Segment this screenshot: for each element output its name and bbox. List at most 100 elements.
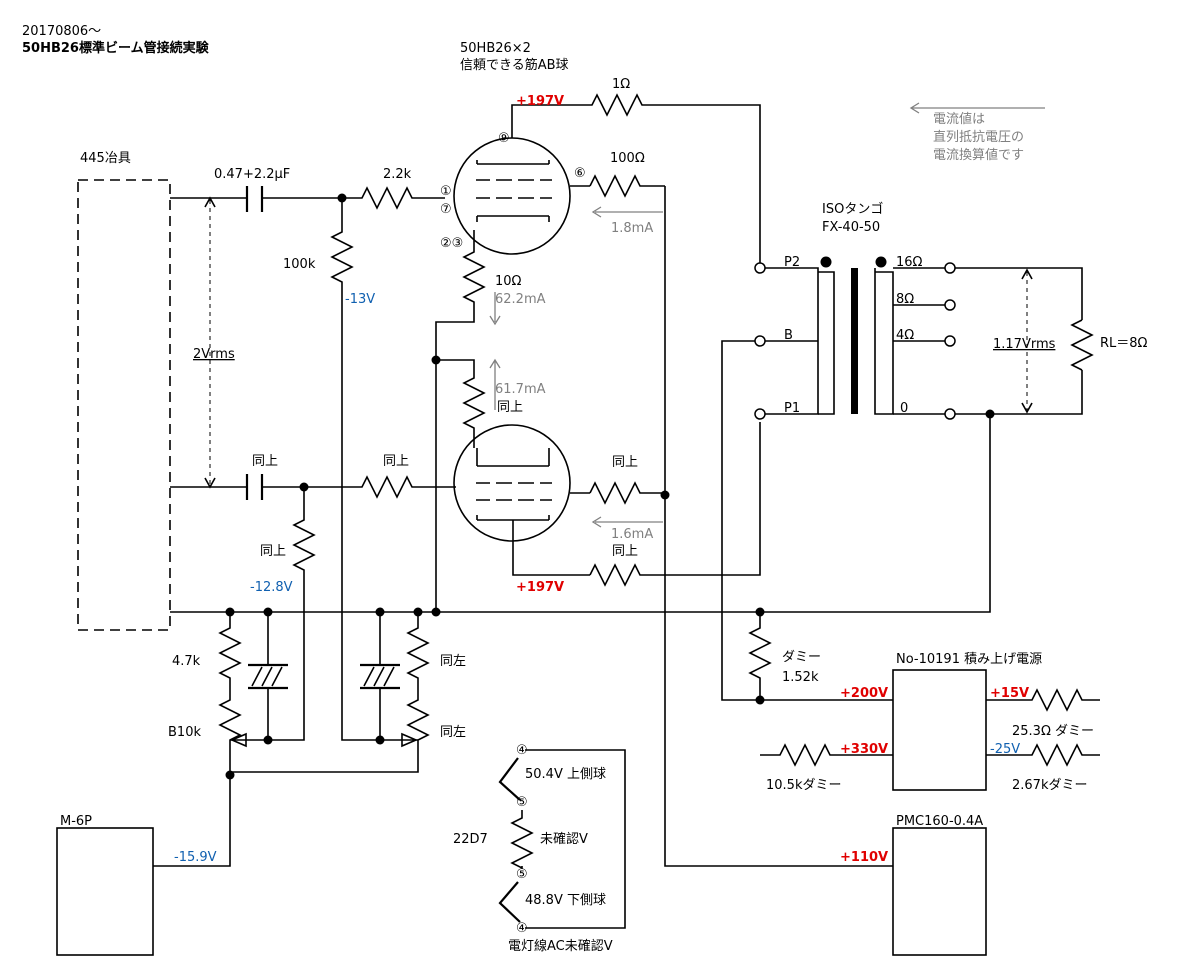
plate-res-bottom-label: 同上: [612, 544, 638, 559]
pin-screen-top: ⑥: [574, 166, 586, 181]
bias-res-label: 100k: [283, 257, 316, 272]
header-title: 50HB26標準ビーム管接続実験: [22, 40, 210, 56]
screen-res-bottom-label: 同上: [612, 455, 638, 470]
supply-15: +15V: [990, 686, 1029, 701]
grid-voltage-bottom: -12.8V: [250, 580, 293, 595]
transformer-model: FX-40-50: [822, 220, 880, 235]
terminal-16: [944, 262, 956, 274]
transformer-name: ISOタンゴ: [822, 201, 883, 217]
rl-label: RL＝8Ω: [1100, 336, 1148, 351]
cathode-current-bottom: 61.7mA: [495, 382, 546, 397]
load-wire: [955, 267, 1083, 415]
cathode-current-top: 62.2mA: [495, 292, 546, 307]
terminal-8: [944, 299, 956, 311]
plate-voltage-bottom: +197V: [516, 580, 564, 595]
supply-n25: -25V: [990, 742, 1020, 757]
screen-current-arrow-top: [591, 206, 663, 218]
plate-resistor-top: [580, 93, 761, 268]
bias-res-bottom-label: 同上: [260, 544, 286, 559]
input-arrow-head-bottom: [204, 477, 216, 489]
m6p-voltage: -15.9V: [174, 850, 217, 865]
terminal-p1: [754, 408, 766, 420]
stacked-supply-label: No-10191 積み上げ電源: [896, 652, 1042, 667]
dummy-15-resistor: [986, 688, 1100, 712]
junction-vr-right: [375, 735, 385, 745]
coupling-cap-label: 0.47+2.2μF: [214, 167, 290, 182]
screen-current-bottom: 1.6mA: [611, 527, 653, 542]
heater-bottom: [498, 881, 521, 923]
pin-plate-top: ⑨: [498, 131, 510, 146]
grid-resistor-top: [342, 186, 445, 210]
heater-upper-label: 50.4V 上側球: [525, 767, 606, 782]
coupling-capacitor-top: [245, 186, 342, 212]
label-p2: P2: [784, 255, 800, 270]
cathode-current-arrow-top: [489, 292, 501, 326]
tap-4: 4Ω: [896, 328, 914, 343]
r-right2-label: 同左: [440, 725, 466, 740]
heater-pin-5a: ⑤: [516, 795, 528, 810]
tube-bottom: [453, 424, 571, 542]
grid-resistor-bottom: [304, 475, 456, 499]
transformer-secondary: [874, 267, 945, 415]
terminal-p2: [754, 262, 766, 274]
pmc-label: PMC160-0.4A: [896, 814, 983, 829]
note-line2: 直列抵抗電圧の: [933, 130, 1024, 145]
cap-bottom-label: 同上: [252, 454, 278, 469]
heater-res-label: 22D7: [453, 832, 488, 847]
pin-grid-top: ①: [440, 184, 452, 199]
screen-res-label: 100Ω: [610, 151, 645, 166]
supply-200: +200V: [840, 686, 888, 701]
pin-grid2-top: ⑦: [440, 202, 452, 217]
vr-wiper-right: [401, 732, 419, 748]
secondary-phase-dot: [875, 256, 887, 268]
dummy-n25-resistor: [986, 743, 1100, 767]
note-line1: 電流値は: [933, 111, 985, 127]
dummy-267-label: 2.67kダミー: [1012, 778, 1087, 793]
cathode-resistor-top: [435, 230, 486, 360]
jig-box: [77, 179, 171, 631]
m6p-wire: [153, 775, 231, 867]
coupling-capacitor-bottom: [245, 474, 304, 500]
supply-330: +330V: [840, 742, 888, 757]
tube-name: 50HB26×2: [460, 41, 531, 56]
screen-resistor-top: [589, 174, 665, 198]
screen-resistor-bottom: [589, 481, 665, 505]
heater-pin-bottom: ④: [516, 921, 528, 936]
tap-8: 8Ω: [896, 292, 914, 307]
stacked-supply-box: [892, 669, 987, 791]
output-arrow-head-bottom: [1021, 402, 1033, 414]
plate-wire-top: [511, 104, 580, 138]
input-voltage-label: 2Vrms: [193, 347, 235, 362]
label-p1: P1: [784, 401, 800, 416]
dummy-label: ダミー: [782, 650, 821, 665]
heater-top: [498, 757, 521, 801]
transformer-core: [851, 268, 858, 414]
terminal-b: [754, 335, 766, 347]
heater-pin-top: ④: [516, 743, 528, 758]
note-arrow: [909, 102, 1045, 114]
grid-res-bottom-label: 同上: [383, 454, 409, 469]
heater-lower-label: 48.8V 下側球: [525, 893, 606, 908]
jig-label: 445冶具: [80, 151, 131, 166]
m6p-box: [56, 827, 154, 956]
r-right1-label: 同左: [440, 654, 466, 669]
heater-supply-label: 電灯線AC未確認V: [508, 938, 613, 954]
bias-resistor-right: [230, 612, 430, 773]
plate-voltage-top: +197V: [516, 94, 564, 109]
terminal-0: [944, 408, 956, 420]
grid-res-label: 2.2k: [383, 167, 412, 182]
output-voltage-label: 1.17Vrms: [993, 337, 1056, 352]
dummy-resistor: [748, 612, 772, 700]
tap-16: 16Ω: [896, 255, 923, 270]
screen-current-top: 1.8mA: [611, 221, 653, 236]
bias-resistor-4k7: [218, 612, 242, 775]
plate-wire-bottom: [512, 541, 590, 576]
vr-b10k-label: B10k: [168, 725, 201, 740]
transformer-primary: [765, 267, 835, 415]
junction-gnd-5: [431, 607, 441, 617]
junction-dummy-bottom: [755, 695, 765, 705]
tube-top: [453, 137, 571, 255]
cathode-current-arrow-bottom: [489, 358, 501, 410]
vr-wiper-left: [229, 732, 247, 748]
